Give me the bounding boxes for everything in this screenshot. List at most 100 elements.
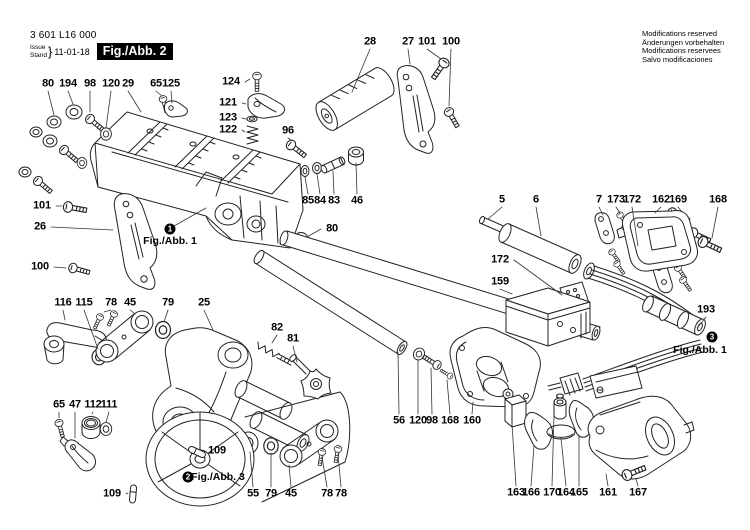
housing-part-162 xyxy=(616,205,724,272)
issue-date: 11-01-18 xyxy=(54,46,90,57)
notice-line: Modifications reserved xyxy=(642,29,718,38)
part-callout-80: 80 xyxy=(326,222,338,235)
part-callout-79: 79 xyxy=(265,487,277,500)
part-callout-165: 165 xyxy=(570,486,588,499)
figure-ref-label-2: Fig./Abb. 3 xyxy=(191,471,245,483)
part-callout-115: 115 xyxy=(75,296,93,309)
link-plate-45-bottom xyxy=(279,419,343,468)
part-callout-112: 112 xyxy=(84,398,102,411)
part-callout-65: 65 xyxy=(150,77,162,90)
part-callout-172: 172 xyxy=(623,193,641,206)
part-callout-173: 173 xyxy=(607,193,625,206)
part-callout-166: 166 xyxy=(522,486,540,499)
part-callout-170: 170 xyxy=(543,486,561,499)
part-callout-168: 168 xyxy=(709,193,727,206)
part-callout-124: 124 xyxy=(222,75,240,88)
part-callout-45: 45 xyxy=(124,296,136,309)
part-callout-98: 98 xyxy=(84,77,96,90)
part-callout-163: 163 xyxy=(507,486,525,499)
figure-ref-leader xyxy=(173,207,207,227)
part-callout-5: 5 xyxy=(499,193,505,206)
part-callout-100: 100 xyxy=(31,260,49,273)
issue-stand-label: Issue Stand xyxy=(30,44,47,59)
part-callout-123: 123 xyxy=(219,111,237,124)
part-callout-78: 78 xyxy=(335,487,347,500)
part-callout-116: 116 xyxy=(54,296,72,309)
wire-harness-and-pcb xyxy=(547,339,704,399)
part-callout-28: 28 xyxy=(364,35,376,48)
bracket-part-26 xyxy=(61,193,158,290)
part-callout-120: 120 xyxy=(409,414,427,427)
part-callout-164: 164 xyxy=(557,486,575,499)
main-housing-part-29 xyxy=(89,111,304,249)
part-callout-47: 47 xyxy=(69,398,81,411)
part-callout-162: 162 xyxy=(652,193,670,206)
figure-ref-marker-3: 3 xyxy=(706,331,718,343)
brace-glyph: } xyxy=(48,44,53,59)
part-callout-81: 81 xyxy=(287,332,299,345)
part-callout-46: 46 xyxy=(351,194,363,207)
part-callout-161: 161 xyxy=(599,486,617,499)
part-callout-169: 169 xyxy=(669,193,687,206)
part-callout-193: 193 xyxy=(697,303,715,316)
knob-set-81-82 xyxy=(257,341,332,400)
part-callout-82: 82 xyxy=(271,321,283,334)
part-callout-172: 172 xyxy=(491,253,509,266)
figure-ref-marker-1: 1 xyxy=(164,223,176,235)
type-number: 3 601 L16 000 xyxy=(30,30,97,41)
fastener-set-topleft xyxy=(18,104,112,197)
small-parts-163-166 xyxy=(504,393,594,450)
part-callout-109: 109 xyxy=(103,487,121,500)
part-callout-29: 29 xyxy=(122,77,134,90)
link-plate-45-top xyxy=(90,309,172,363)
pawl-set-47 xyxy=(53,416,113,472)
part-callout-80: 80 xyxy=(42,77,54,90)
part-callout-100: 100 xyxy=(442,35,460,48)
wheel-assembly xyxy=(128,391,351,507)
part-callout-109: 109 xyxy=(208,444,226,457)
part-callout-55: 55 xyxy=(247,487,259,500)
lever-part-116 xyxy=(43,322,107,366)
part-callout-98: 98 xyxy=(426,414,438,427)
module-part-159 xyxy=(505,281,591,347)
plate-part-160 xyxy=(449,327,541,408)
part-callout-125: 125 xyxy=(162,77,180,90)
part-callout-96: 96 xyxy=(282,124,294,137)
tube-and-cable-5-6-193 xyxy=(478,215,706,336)
part-callout-85: 85 xyxy=(302,194,314,207)
part-callout-56: 56 xyxy=(393,414,405,427)
part-callout-101: 101 xyxy=(33,199,51,212)
part-callout-65: 65 xyxy=(53,398,65,411)
pin-set-83-85-46 xyxy=(283,137,364,177)
part-callout-83: 83 xyxy=(328,194,340,207)
part-callout-194: 194 xyxy=(59,77,77,90)
part-callout-27: 27 xyxy=(402,35,414,48)
part-callout-159: 159 xyxy=(491,275,509,288)
title-block: 3 601 L16 000 Issue Stand } 11-01-18 Fig… xyxy=(30,30,173,60)
figure-number-badge: Fig./Abb. 2 xyxy=(96,43,173,60)
plate-7-and-screws xyxy=(594,210,694,294)
notice-line: Modifications reservees xyxy=(642,46,721,56)
part-callout-167: 167 xyxy=(629,486,647,499)
bracket-part-27 xyxy=(396,55,463,154)
callout-leader-lines xyxy=(47,48,719,495)
part-callout-84: 84 xyxy=(314,194,326,207)
part-callout-111: 111 xyxy=(100,398,118,411)
part-callout-168: 168 xyxy=(441,414,459,427)
notice-line: Änderungen vorbehalten xyxy=(642,37,725,47)
figure-ref-label-1: Fig./Abb. 1 xyxy=(143,235,197,247)
part-callout-26: 26 xyxy=(34,220,46,233)
part-callout-78: 78 xyxy=(321,487,333,500)
part-callout-122: 122 xyxy=(219,123,237,136)
figure-ref-marker-2: 2 xyxy=(182,471,194,483)
part-callout-45: 45 xyxy=(285,487,297,500)
part-callout-25: 25 xyxy=(198,296,210,309)
part-callout-101: 101 xyxy=(418,35,436,48)
modification-notice: Modifications reserved Änderungen vorbeh… xyxy=(642,29,725,65)
part-callout-120: 120 xyxy=(102,77,120,90)
roller-part-28 xyxy=(315,67,395,131)
clamp-set-121-124 xyxy=(246,71,286,145)
part-callout-160: 160 xyxy=(463,414,481,427)
